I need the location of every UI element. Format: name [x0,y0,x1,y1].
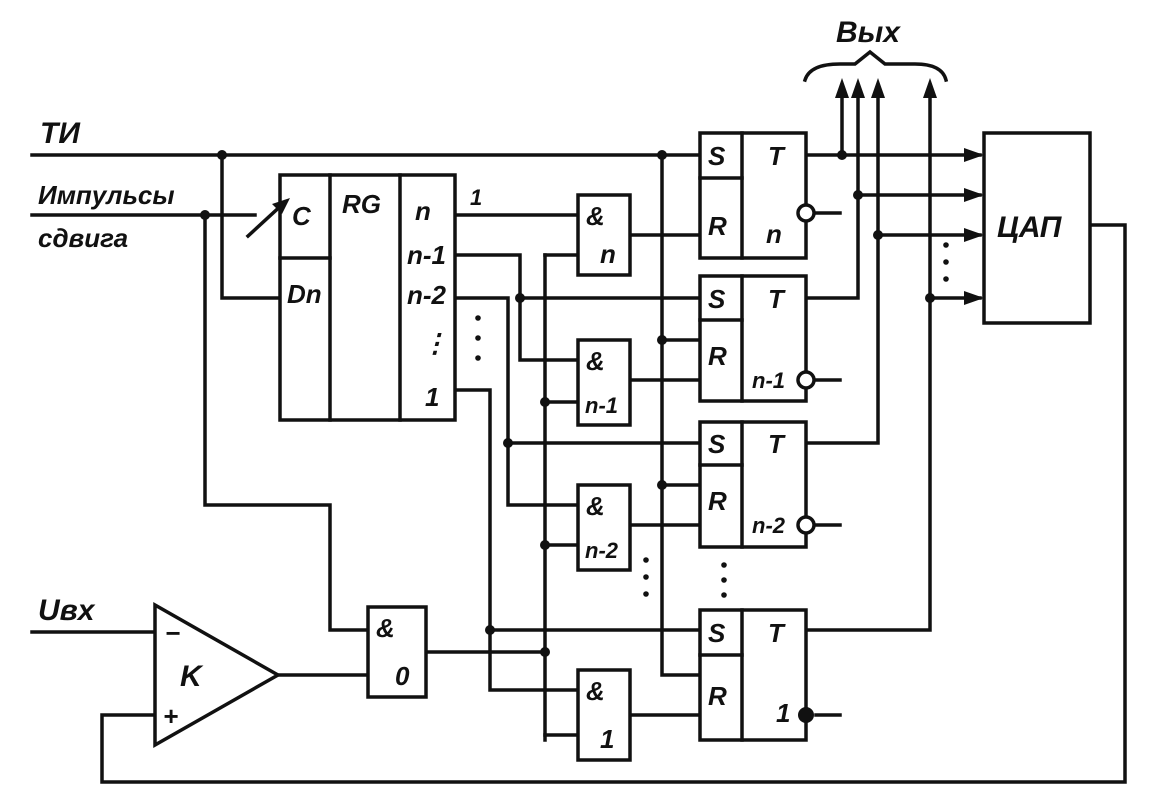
trigger-n2: S R T n-2 [698,420,816,549]
ellipsis-dots [475,242,949,598]
and-gate-1-index: 1 [600,724,614,754]
and-gate-n: & n [576,193,632,277]
junction-dots [200,150,935,657]
and-gate-0: & 0 [366,605,428,699]
trigger-n1: S R T n-1 [698,274,816,403]
trigger-n-t: T [768,141,786,171]
arrowheads [835,78,984,305]
trigger-n2-s: S [708,429,726,459]
trigger-n: S R T n [698,131,816,260]
shift-pulses-label-1: Импульсы [38,180,175,210]
and-gate-n-index: n [600,239,616,269]
shift-register: C Dn RG n n-1 n-2 ⋮ 1 1 [245,173,482,422]
register-dots: ⋮ [422,328,448,358]
register-bit-n1: n-1 [407,240,446,270]
and-gate-n2-index: n-2 [585,538,619,563]
trigger-1-t: T [768,618,786,648]
register-bit-n2: n-2 [407,280,447,310]
trigger-n1-t: T [768,284,786,314]
trigger-n-index: n [766,219,782,249]
and-gate-0-symbol: & [376,613,395,643]
ti-label: ТИ [40,117,81,150]
register-bit-1: 1 [425,382,439,412]
and-gate-1-symbol: & [586,676,605,706]
trigger-n2-r: R [708,486,727,516]
and-gate-n-symbol: & [586,201,605,231]
trigger-1-s: S [708,618,726,648]
register-title: RG [342,189,381,219]
dac-label: ЦАП [997,211,1063,244]
register-clock-label: C [292,201,312,231]
register-out-mark: 1 [470,185,482,210]
comparator-plus: + [163,701,178,731]
output-label: Вых [836,16,901,49]
trigger-n-r: R [708,211,727,241]
output-brace [802,49,949,83]
and-gate-n2-symbol: & [586,491,605,521]
trigger-1-index: 1 [776,698,790,728]
comparator-label: K [180,660,204,693]
register-data-label: Dn [287,279,322,309]
and-gate-n1-index: n-1 [585,393,618,418]
trigger-1-r: R [708,681,727,711]
trigger-n2-index: n-2 [752,513,786,538]
trigger-1: S R T 1 [698,608,814,742]
comparator: K − + [153,601,282,749]
and-gate-1: & 1 [576,668,632,762]
dac: ЦАП [982,131,1092,325]
and-gate-0-index: 0 [395,661,410,691]
register-bit-n: n [415,196,431,226]
trigger-n1-r: R [708,341,727,371]
trigger-n-s: S [708,141,726,171]
wires [30,88,1127,784]
and-gate-n1-symbol: & [586,346,605,376]
trigger-n2-t: T [768,429,786,459]
and-gate-n2: & n-2 [576,483,632,572]
u-in-label: Uвх [38,594,96,627]
and-gate-n1: & n-1 [576,338,632,427]
shift-pulses-label-2: сдвига [38,223,128,253]
comparator-minus: − [165,618,180,648]
trigger-n1-index: n-1 [752,368,785,393]
trigger-n1-s: S [708,284,726,314]
